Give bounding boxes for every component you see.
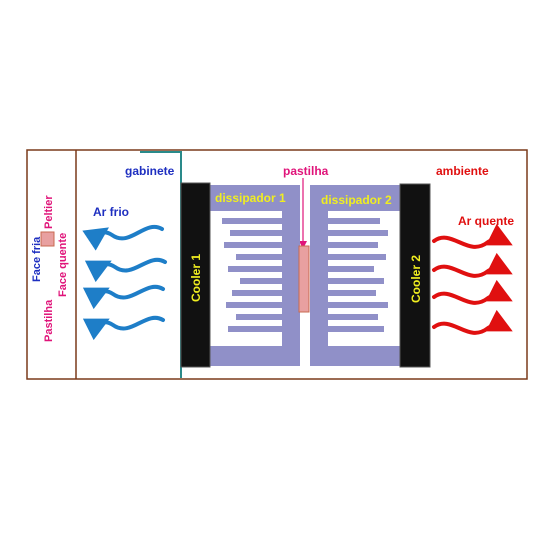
label-dissipador-1: dissipador 1 [215, 191, 286, 205]
heatsink-2-fin [328, 230, 388, 236]
hot-air-arrow [432, 309, 513, 335]
heatsink-2-fin [328, 254, 386, 260]
heatsink-2-fin [328, 326, 384, 332]
heatsink-1-fin [228, 266, 282, 272]
label-ambiente: ambiente [436, 164, 489, 178]
pastilha-legend-swatch [40, 231, 55, 247]
legend-pastilha: Pastilha [43, 299, 55, 342]
hot-air-arrows [432, 223, 513, 335]
heatsink-1-fin [232, 290, 282, 296]
heatsink-2-fin [328, 242, 378, 248]
hot-air-arrow [432, 279, 513, 305]
legend-face-quente: Face quente [57, 233, 69, 297]
heatsink-1 [210, 185, 300, 366]
cold-air-arrow [84, 257, 167, 283]
heatsink-1-fins [222, 218, 282, 332]
heatsink-1-fin [224, 242, 282, 248]
heatsink-1-fin [222, 218, 282, 224]
label-pastilha: pastilha [283, 164, 329, 178]
heatsink-2-fin [328, 218, 380, 224]
heatsink-1-fin [226, 302, 282, 308]
heatsink-2-fins [328, 218, 388, 332]
heatsink-2-fin [328, 290, 376, 296]
label-cooler-1: Cooler 1 [189, 254, 203, 302]
heatsink-1-fin [228, 326, 282, 332]
heatsink-1-bottom-bar [210, 346, 300, 366]
pastilha-pointer-head [299, 241, 307, 249]
heatsink-1-fin [230, 230, 282, 236]
cooler-2 [399, 183, 431, 368]
cold-air-arrow [82, 315, 165, 341]
hot-air-arrow [432, 252, 513, 278]
cold-air-arrows [82, 225, 167, 341]
heatsink-2-fin [328, 302, 388, 308]
heatsink-2 [310, 185, 400, 366]
hot-air-arrow [432, 223, 513, 249]
heatsink-2-bottom-bar [310, 346, 400, 366]
label-gabinete: gabinete [125, 164, 175, 178]
pastilha-peltier [298, 245, 310, 313]
heatsink-2-fin [328, 314, 378, 320]
heatsink-2-spine [310, 211, 328, 346]
label-ar-frio: Ar frio [93, 205, 129, 219]
heatsink-1-fin [236, 314, 282, 320]
heatsink-1-spine [282, 211, 300, 346]
label-ar-quente: Ar quente [458, 214, 514, 228]
heatsink-1-fin [236, 254, 282, 260]
legend-face-fria: Face fria [31, 236, 43, 282]
cold-air-arrow [82, 284, 165, 310]
label-dissipador-2: dissipador 2 [321, 193, 392, 207]
label-cooler-2: Cooler 2 [409, 255, 423, 303]
heatsink-1-fin [240, 278, 282, 284]
heatsink-1-top-bar [210, 185, 300, 211]
cold-air-arrow [82, 225, 164, 251]
heatsink-2-fin [328, 278, 384, 284]
legend: Pastilha Peltier Face fria Face quente [31, 195, 69, 342]
cooler-1 [180, 182, 211, 368]
heatsink-2-top-bar [310, 185, 400, 211]
heatsink-2-fin [328, 266, 374, 272]
legend-peltier: Peltier [43, 195, 55, 229]
